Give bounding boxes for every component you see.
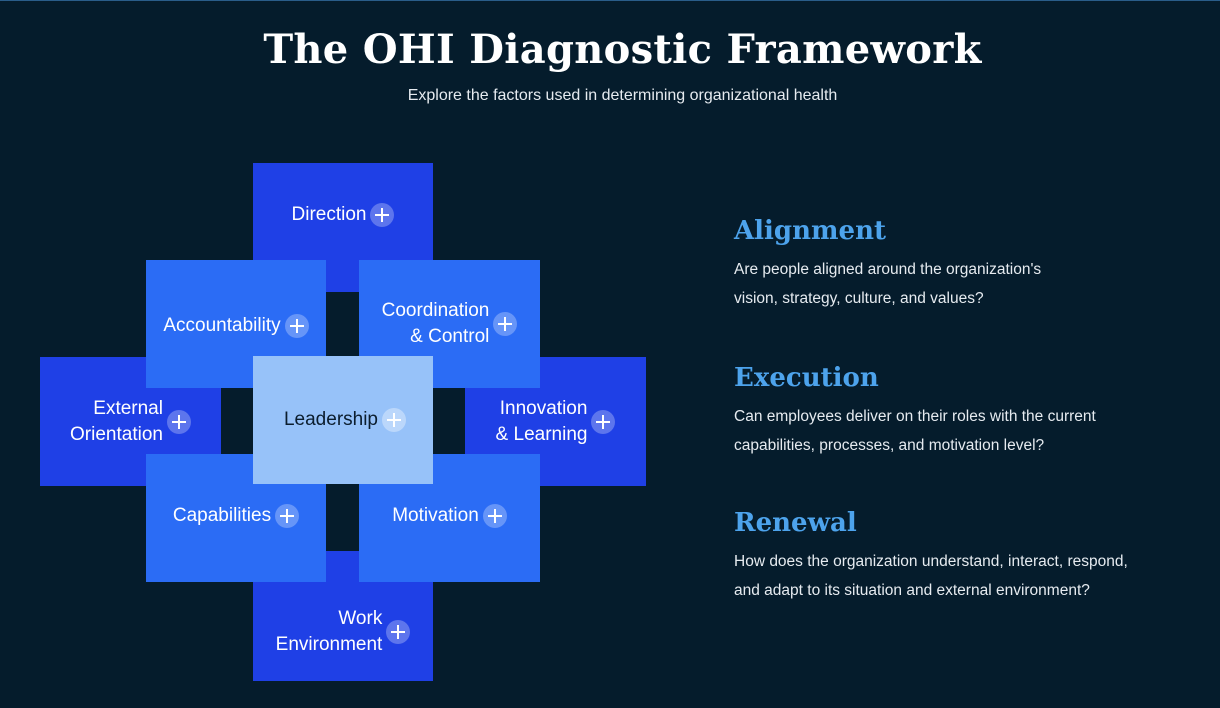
execution-description: Execution Can employees deliver on their… <box>734 362 1194 460</box>
ohi-framework-diagram: Direction Work Environment External Orie… <box>40 163 646 681</box>
plus-circle-icon[interactable] <box>370 203 395 227</box>
page-subtitle: Explore the factors used in determining … <box>407 87 838 104</box>
plus-circle-icon[interactable] <box>493 312 518 336</box>
tile-label: Coordination & Control <box>381 300 490 347</box>
top-divider <box>0 0 1220 1</box>
plus-circle-icon[interactable] <box>382 408 407 432</box>
tile-label: Motivation <box>392 505 479 526</box>
tile-label: Accountability <box>163 315 281 336</box>
execution-heading: Execution <box>734 363 879 393</box>
alignment-heading: Alignment <box>734 216 886 246</box>
alignment-text: Are people aligned around the organizati… <box>734 261 1042 307</box>
plus-circle-icon[interactable] <box>275 504 300 528</box>
renewal-description: Renewal How does the organization unders… <box>734 507 1194 605</box>
plus-circle-icon[interactable] <box>591 409 616 434</box>
renewal-heading: Renewal <box>734 508 857 538</box>
renewal-text: How does the organization understand, in… <box>734 553 1128 599</box>
tile-label: Direction <box>291 204 367 225</box>
plus-circle-icon[interactable] <box>166 409 191 434</box>
tile-label: Capabilities <box>172 505 272 526</box>
tile-label: Work Environment <box>275 608 383 655</box>
plus-circle-icon[interactable] <box>284 314 309 338</box>
execution-text: Can employees deliver on their roles wit… <box>734 408 1096 454</box>
tile-leadership[interactable]: Leadership <box>253 356 433 484</box>
plus-circle-icon[interactable] <box>386 620 411 644</box>
plus-circle-icon[interactable] <box>482 504 507 528</box>
tile-label: Innovation & Learning <box>495 397 588 445</box>
tile-label: External Orientation <box>70 397 163 445</box>
page-title: The OHI Diagnostic Framework <box>263 26 982 73</box>
tile-label: Leadership <box>283 409 379 430</box>
alignment-description: Alignment Are people aligned around the … <box>734 215 1194 313</box>
